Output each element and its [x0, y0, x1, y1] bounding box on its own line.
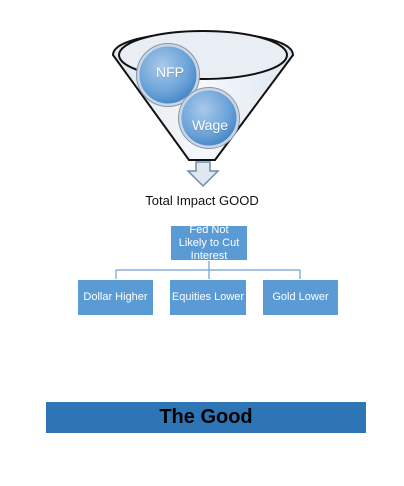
- bubble-nfp: [136, 43, 200, 107]
- child-node-label: Dollar Higher: [83, 291, 148, 303]
- hierarchy-connectors: [115, 261, 301, 279]
- funnel-output-arrow: [186, 161, 220, 188]
- child-node-equities: Equities Lower: [169, 279, 247, 316]
- child-node-label: Equities Lower: [171, 291, 245, 303]
- banner-title: The Good: [159, 406, 253, 428]
- root-node-label: Fed Not Likely to Cut Interest: [178, 223, 240, 262]
- bubble-wage: [178, 87, 240, 149]
- child-node-gold: Gold Lower: [262, 279, 339, 316]
- root-node-fed: Fed Not Likely to Cut Interest: [170, 223, 248, 262]
- child-node-label: Gold Lower: [272, 291, 329, 303]
- bubble-wage-label: Wage: [191, 117, 229, 133]
- total-impact-label: Total Impact GOOD: [145, 193, 259, 208]
- banner: The Good: [46, 402, 366, 433]
- child-node-dollar: Dollar Higher: [77, 279, 154, 316]
- bubble-nfp-label: NFP: [156, 64, 184, 80]
